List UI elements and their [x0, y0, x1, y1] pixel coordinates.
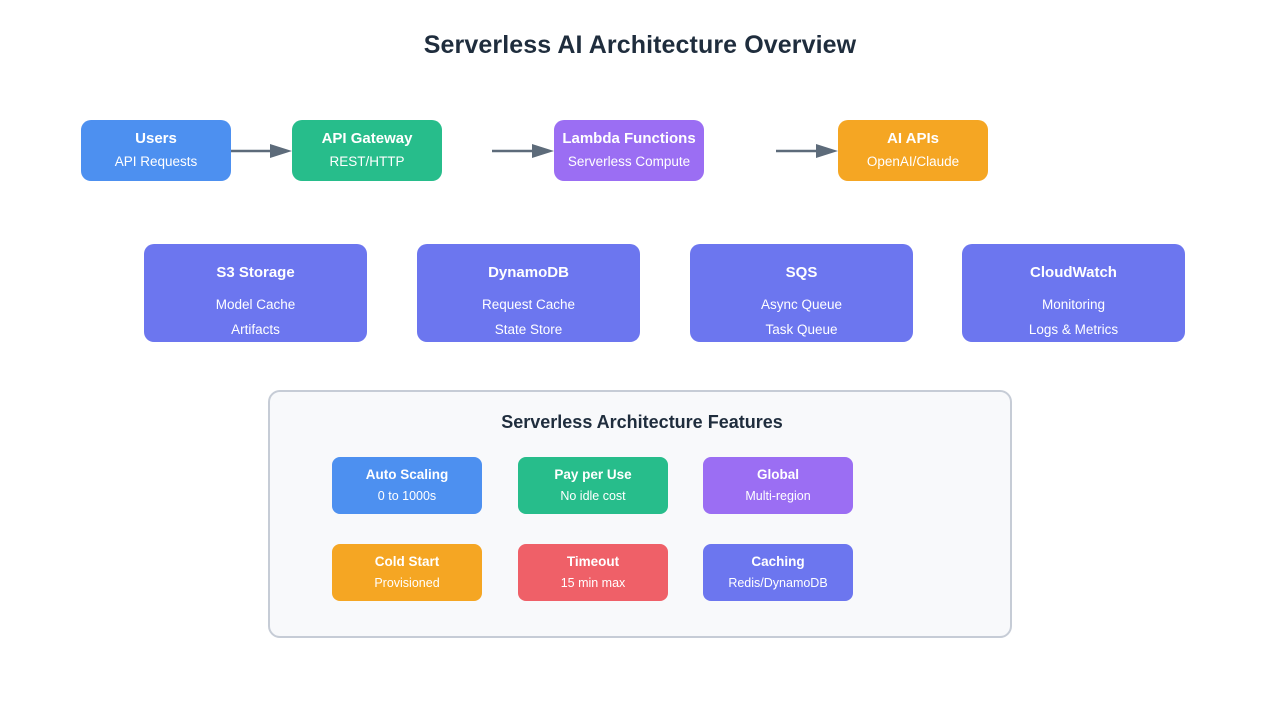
- feature-card-title: Caching: [751, 554, 805, 570]
- page-title: Serverless AI Architecture Overview: [423, 31, 857, 59]
- arrow-api-gateway-to-lambda: [492, 144, 554, 158]
- node-title: CloudWatch: [1030, 264, 1117, 281]
- node-detail-line-2: State Store: [494, 322, 563, 338]
- arrow-lambda-to-ai-apis: [776, 144, 838, 158]
- feature-card-title: Timeout: [566, 554, 620, 570]
- feature-card-pay-per-use[interactable]: Pay per Use No idle cost: [518, 457, 668, 514]
- node-title: AI APIs: [887, 130, 939, 148]
- node-title: API Gateway: [321, 130, 413, 148]
- node-detail-line-2: Logs & Metrics: [1028, 322, 1119, 338]
- node-detail-line-1: Request Cache: [481, 296, 576, 312]
- feature-card-timeout[interactable]: Timeout 15 min max: [518, 544, 668, 601]
- feature-card-title: Auto Scaling: [365, 467, 449, 483]
- features-panel-title: Serverless Architecture Features: [501, 412, 783, 432]
- feature-card-title: Cold Start: [374, 554, 440, 570]
- node-detail-line-1: Async Queue: [760, 296, 843, 312]
- node-subtitle: API Requests: [114, 154, 198, 170]
- node-title: SQS: [785, 264, 818, 281]
- feature-card-auto-scaling[interactable]: Auto Scaling 0 to 1000s: [332, 457, 482, 514]
- arrow-users-to-api-gateway: [231, 144, 292, 158]
- node-subtitle: REST/HTTP: [329, 154, 405, 170]
- node-subtitle: OpenAI/Claude: [866, 154, 960, 170]
- feature-card-title: Pay per Use: [554, 467, 632, 483]
- feature-card-subtitle: 15 min max: [560, 575, 626, 590]
- node-subtitle: Serverless Compute: [567, 154, 691, 170]
- node-detail-line-1: Monitoring: [1041, 296, 1106, 312]
- feature-card-subtitle: Provisioned: [374, 575, 440, 590]
- feature-card-subtitle: Multi-region: [745, 488, 811, 503]
- node-detail-line-2: Task Queue: [765, 322, 838, 338]
- node-title: Users: [135, 130, 177, 148]
- node-detail-line-1: Model Cache: [215, 296, 296, 312]
- node-title: DynamoDB: [488, 264, 569, 281]
- node-detail-line-2: Artifacts: [231, 322, 280, 338]
- node-title: Lambda Functions: [562, 130, 696, 148]
- feature-card-subtitle: Redis/DynamoDB: [728, 575, 828, 590]
- feature-card-subtitle: No idle cost: [560, 488, 626, 503]
- node-title: S3 Storage: [216, 264, 295, 281]
- feature-card-title: Global: [756, 467, 799, 483]
- features-panel: Serverless Architecture Features Auto Sc…: [268, 390, 1012, 638]
- feature-card-subtitle: 0 to 1000s: [377, 488, 437, 503]
